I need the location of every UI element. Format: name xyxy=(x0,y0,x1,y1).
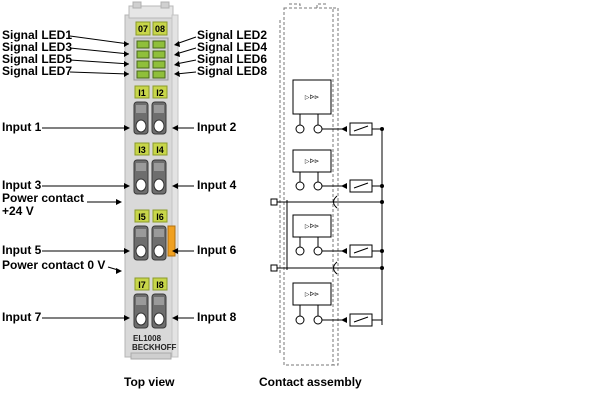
power-contact-orange xyxy=(167,225,176,257)
label-input-4: Input 4 xyxy=(197,178,237,192)
tag-i1: I1 xyxy=(138,88,146,98)
model-label: EL1008 xyxy=(133,334,162,343)
terminal-top-cap xyxy=(128,5,174,19)
label-input-1: Input 1 xyxy=(2,120,42,134)
caption-contact-assembly: Contact assembly xyxy=(259,375,362,389)
tag-i6: I6 xyxy=(156,212,164,222)
led-4 xyxy=(152,50,166,59)
label-input-6: Input 6 xyxy=(197,243,237,257)
svg-text:▷ᐅ⊳: ▷ᐅ⊳ xyxy=(305,95,319,101)
label-power-contact-0v: Power contact 0 V xyxy=(2,258,106,272)
label-signal-led4: Signal LED4 xyxy=(197,40,268,54)
leader-arrows-right xyxy=(172,41,180,321)
input-block-4: ▷ᐅ⊳ xyxy=(292,282,382,327)
label-signal-led8: Signal LED8 xyxy=(197,64,268,78)
leader-arrows-left xyxy=(116,41,130,321)
label-input-3: Input 3 xyxy=(2,178,42,192)
label-power-contact-24v-value: +24 V xyxy=(2,204,34,218)
input-block-3: ▷ᐅ⊳ xyxy=(292,214,384,258)
input-block-1: ▷ᐅ⊳ xyxy=(292,79,384,136)
tag-07-text: 07 xyxy=(138,24,148,34)
caption-top-view: Top view xyxy=(124,375,175,389)
tag-i5: I5 xyxy=(138,212,146,222)
label-input-8: Input 8 xyxy=(197,310,237,324)
led-6 xyxy=(152,60,166,69)
label-signal-led1: Signal LED1 xyxy=(2,28,73,42)
tag-i2: I2 xyxy=(156,88,164,98)
leader-lines-left xyxy=(42,35,130,319)
led-2 xyxy=(152,40,166,49)
input-block-2: ▷ᐅ⊳ xyxy=(292,149,384,193)
label-input-5: Input 5 xyxy=(2,243,42,257)
label-power-contact-24v: Power contact xyxy=(2,191,85,205)
led-7 xyxy=(136,70,150,79)
svg-text:▷ᐅ⊳: ▷ᐅ⊳ xyxy=(305,159,319,165)
label-signal-led7: Signal LED7 xyxy=(2,64,73,78)
label-signal-led2: Signal LED2 xyxy=(197,28,268,42)
brand-label: BECKHOFF xyxy=(132,343,177,352)
tag-08 xyxy=(152,21,168,36)
label-signal-led6: Signal LED6 xyxy=(197,52,268,66)
label-signal-led5: Signal LED5 xyxy=(2,52,73,66)
led-5 xyxy=(136,60,150,69)
svg-text:▷ᐅ⊳: ▷ᐅ⊳ xyxy=(305,292,319,298)
tag-i4: I4 xyxy=(156,145,164,155)
label-signal-led3: Signal LED3 xyxy=(2,40,73,54)
tag-08-text: 08 xyxy=(155,24,165,34)
svg-text:▷ᐅ⊳: ▷ᐅ⊳ xyxy=(305,224,319,230)
label-input-2: Input 2 xyxy=(197,120,237,134)
tag-i3: I3 xyxy=(138,145,146,155)
led-8 xyxy=(152,70,166,79)
led-3 xyxy=(136,50,150,59)
led-1 xyxy=(136,40,150,49)
tag-07 xyxy=(135,21,151,36)
tag-i8: I8 xyxy=(156,280,164,290)
label-input-7: Input 7 xyxy=(2,310,42,324)
tag-i7: I7 xyxy=(138,280,146,290)
